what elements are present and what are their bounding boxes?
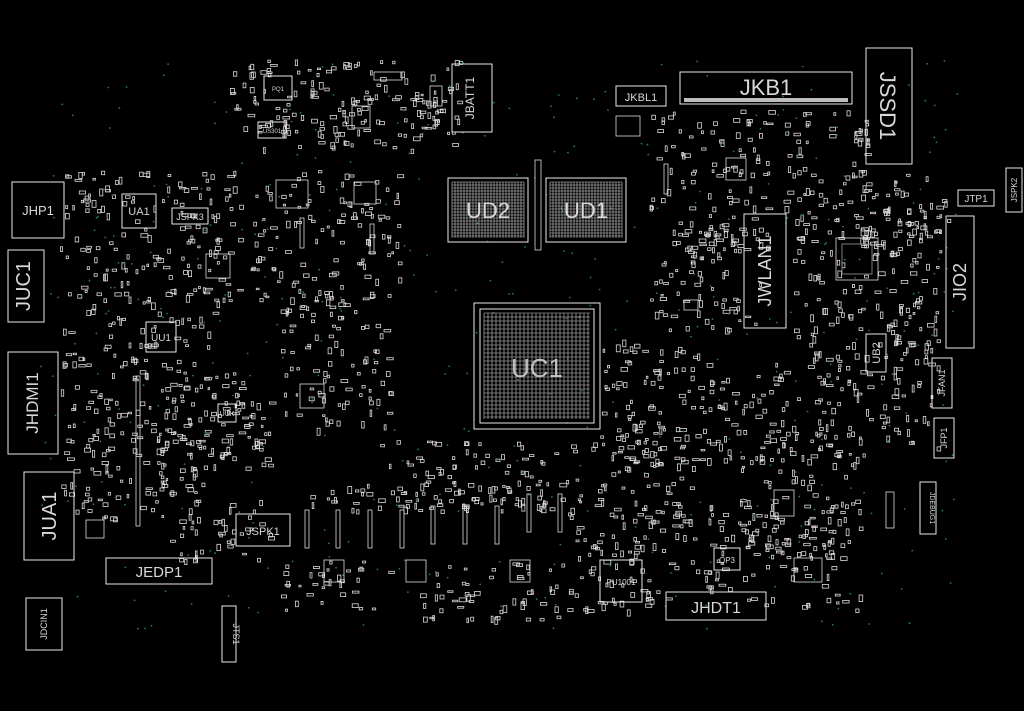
chip-qp3: QP3: [713, 547, 741, 571]
label-jfan1: JFAN1: [937, 369, 947, 396]
label-jkb1: JKB1: [740, 75, 793, 100]
connector-jkb1: JKB1: [679, 71, 853, 105]
label-uu1: UU1: [151, 333, 171, 344]
connector-jio2: JIO2: [945, 215, 975, 349]
label-qp3: QP3: [719, 556, 736, 565]
label-jhp1: JHP1: [22, 203, 54, 218]
chip-uc1: UC1: [473, 302, 601, 430]
label-jdebug1: JDEBUG1: [928, 492, 935, 524]
connector-jtp1: JTP1: [957, 189, 995, 207]
label-ua1: UA1: [128, 206, 149, 218]
connector-jfan1: JFAN1: [931, 357, 953, 409]
label-jssd1: JSSD1: [875, 72, 900, 140]
chip-ud2: UD2: [447, 177, 529, 243]
connector-jkbl1: JKBL1: [615, 85, 667, 107]
connector-jdebug1: JDEBUG1: [919, 481, 937, 535]
label-jua1: JUA1: [39, 492, 61, 541]
connector-jhp1: JHP1: [11, 181, 65, 239]
label-uc1: UC1: [511, 353, 563, 383]
label-jbatt1: JBATT1: [463, 76, 477, 119]
label-jtp1: JTP1: [964, 194, 988, 205]
fixed-outlines: [85, 71, 895, 583]
chip-us301: US301: [257, 121, 287, 139]
chip-uu1: UU1: [145, 321, 177, 353]
connector-jua1: JUA1: [23, 471, 75, 561]
connector-jhdt1: JHDT1: [665, 591, 767, 621]
label-ud1: UD1: [564, 198, 608, 223]
connector-jssd1: JSSD1: [865, 47, 913, 165]
connector-jdcin1: JDCIN1: [25, 597, 63, 651]
label-jspk2: JSPK2: [1010, 177, 1019, 202]
chip-pq1: PQ1: [263, 75, 293, 101]
label-ud2: UD2: [466, 198, 510, 223]
label-uuk: UUK: [220, 411, 235, 418]
smd-parts: [60, 59, 952, 625]
connector-jedp1: JEDP1: [105, 557, 213, 585]
connector-jbatt1: JBATT1: [451, 63, 493, 133]
label-jkbl1: JKBL1: [625, 92, 657, 104]
label-jio2: JIO2: [950, 263, 970, 301]
connector-jspk3: JSPK3: [171, 207, 209, 225]
chip-uuk: UUK: [217, 403, 237, 423]
label-pu1001: PU1001: [607, 578, 636, 587]
bottom-strips: [135, 163, 669, 549]
connector-jts1: JTS1: [221, 605, 241, 663]
chip-pu1001: PU1001: [599, 559, 643, 603]
label-juc1: JUC1: [13, 261, 35, 311]
connector-jhdmi1: JHDMI1: [7, 351, 59, 455]
chip-ud1: UD1: [545, 177, 627, 243]
label-pq1: PQ1: [272, 87, 285, 93]
memory-strip: [534, 159, 542, 251]
connector-juc1: JUC1: [7, 249, 45, 323]
label-jhdmi1: JHDMI1: [23, 372, 42, 433]
label-jspk3: JSPK3: [176, 212, 204, 222]
connector-jwlan1: JWLAN1: [743, 213, 787, 329]
via-dots: [40, 60, 959, 630]
label-jhdt1: JHDT1: [691, 600, 741, 617]
connector-jspk1: JSPK1: [235, 513, 291, 547]
label-jdcin1: JDCIN1: [39, 608, 49, 640]
label-jts1: JTS1: [231, 623, 241, 644]
connector-jspk2: JSPK2: [1005, 167, 1023, 213]
label-us301: US301: [263, 129, 282, 135]
chip-ub2: UB2: [865, 333, 887, 373]
label-ub2: UB2: [871, 342, 883, 363]
label-jspk1: JSPK1: [246, 526, 280, 538]
label-jfp1: JFP1: [939, 427, 949, 448]
chip-ua1: UA1: [121, 193, 157, 229]
connector-jfp1: JFP1: [933, 417, 955, 459]
label-jwlan1: JWLAN1: [755, 235, 775, 306]
label-jedp1: JEDP1: [136, 564, 183, 581]
